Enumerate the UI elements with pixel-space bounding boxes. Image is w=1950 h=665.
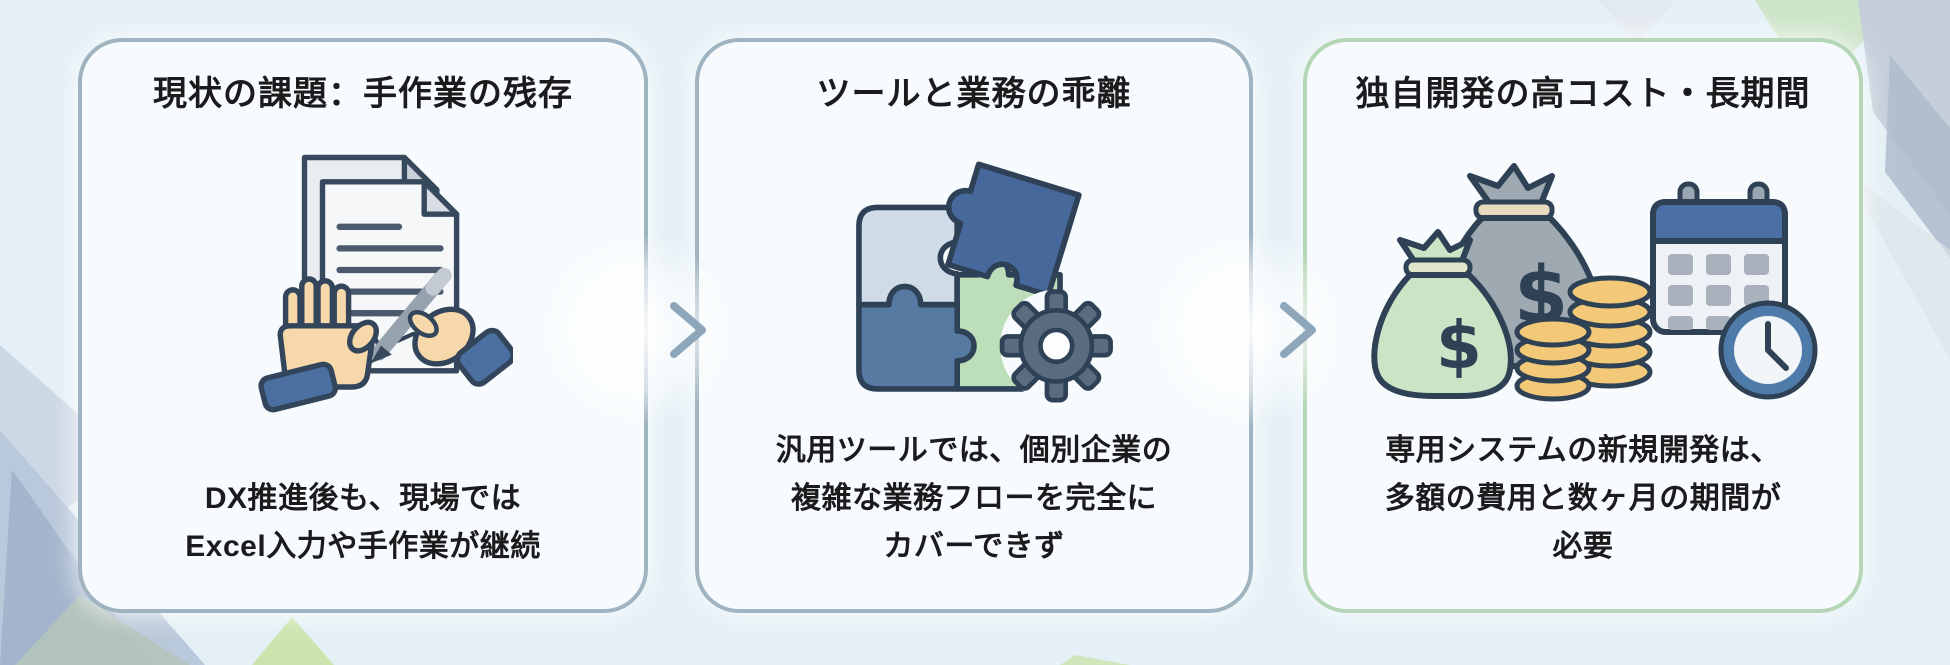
calendar-icon [1650, 181, 1788, 335]
gear-icon [999, 289, 1113, 403]
card-body-text: 汎用ツールでは、個別企業の 複雑な業務フローを完全に カバーできず [775, 434, 1173, 563]
decor-polygon [1845, 170, 1950, 360]
decor-triangle [15, 595, 190, 665]
card-title: ツールと業務の乖離 [816, 75, 1132, 113]
decor-triangle-green [252, 617, 334, 665]
puzzle-pieces-gear-icon [829, 136, 1119, 421]
svg-text:$: $ [1436, 307, 1482, 384]
card-title: 現状の課題：手作業の残存 [153, 75, 573, 113]
decor-sliver-green [1060, 655, 1130, 665]
card-tool-gap: ツールと業務の乖離 [695, 38, 1253, 613]
flow-arrow-1 [562, 302, 706, 358]
card-body-text: DX推進後も、現場では Excel入力や手作業が継続 [185, 482, 541, 563]
money-bag-green-icon: $ [1371, 228, 1514, 399]
card-body-text: 専用システムの新規開発は、 多額の費用と数ヶ月の期間が 必要 [1384, 434, 1782, 563]
flow-arrow-2 [1172, 302, 1316, 358]
card-title: 独自開発の高コスト・長期間 [1355, 75, 1811, 113]
decor-triangle [1598, 0, 1676, 42]
money-bags-coins-calendar-clock-icon: $ $ [1348, 136, 1818, 421]
decor-polygon [1885, 55, 1950, 258]
clock-icon [1718, 300, 1818, 400]
signing-document-icon [213, 136, 513, 421]
card-custom-dev-cost: 独自開発の高コスト・長期間 $ $ [1303, 38, 1863, 613]
coin-stack-icon [1514, 275, 1653, 402]
